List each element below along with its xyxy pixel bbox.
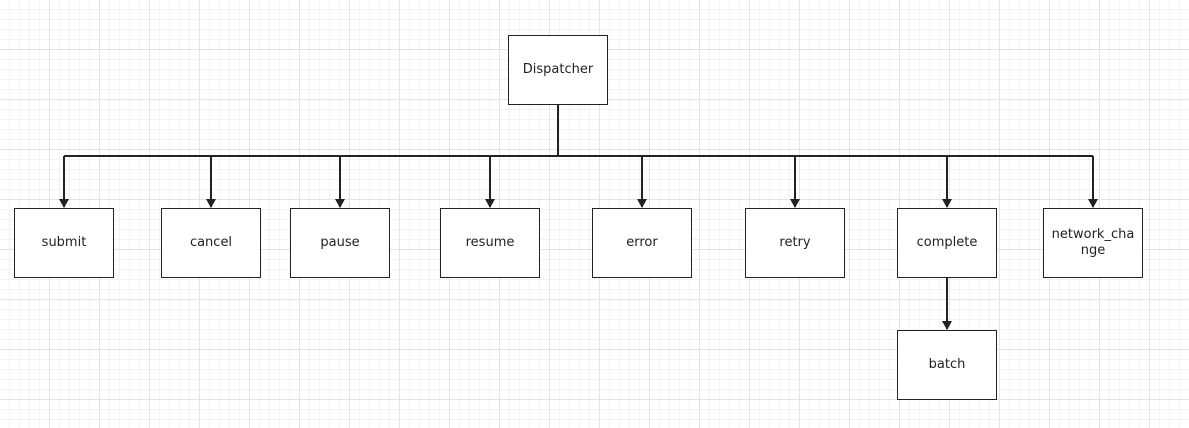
node-network-change[interactable]: network_change	[1043, 208, 1143, 278]
node-retry[interactable]: retry	[745, 208, 845, 278]
node-complete[interactable]: complete	[897, 208, 997, 278]
node-dispatcher[interactable]: Dispatcher	[508, 35, 608, 105]
node-label-resume: resume	[465, 235, 515, 250]
node-cancel[interactable]: cancel	[161, 208, 261, 278]
node-label-batch: batch	[928, 357, 966, 372]
node-error[interactable]: error	[592, 208, 692, 278]
node-label-pause: pause	[320, 235, 360, 250]
node-label-error: error	[626, 235, 658, 250]
node-label-dispatcher: Dispatcher	[522, 62, 594, 77]
node-batch[interactable]: batch	[897, 330, 997, 400]
node-label-submit: submit	[41, 235, 87, 250]
node-label-cancel: cancel	[189, 235, 233, 250]
node-pause[interactable]: pause	[290, 208, 390, 278]
node-resume[interactable]: resume	[440, 208, 540, 278]
edge-group	[59, 105, 1098, 330]
node-label-complete: complete	[916, 235, 978, 250]
node-label-retry: retry	[779, 235, 811, 250]
node-label-network-change: network_change	[1051, 227, 1135, 258]
node-submit[interactable]: submit	[14, 208, 114, 278]
